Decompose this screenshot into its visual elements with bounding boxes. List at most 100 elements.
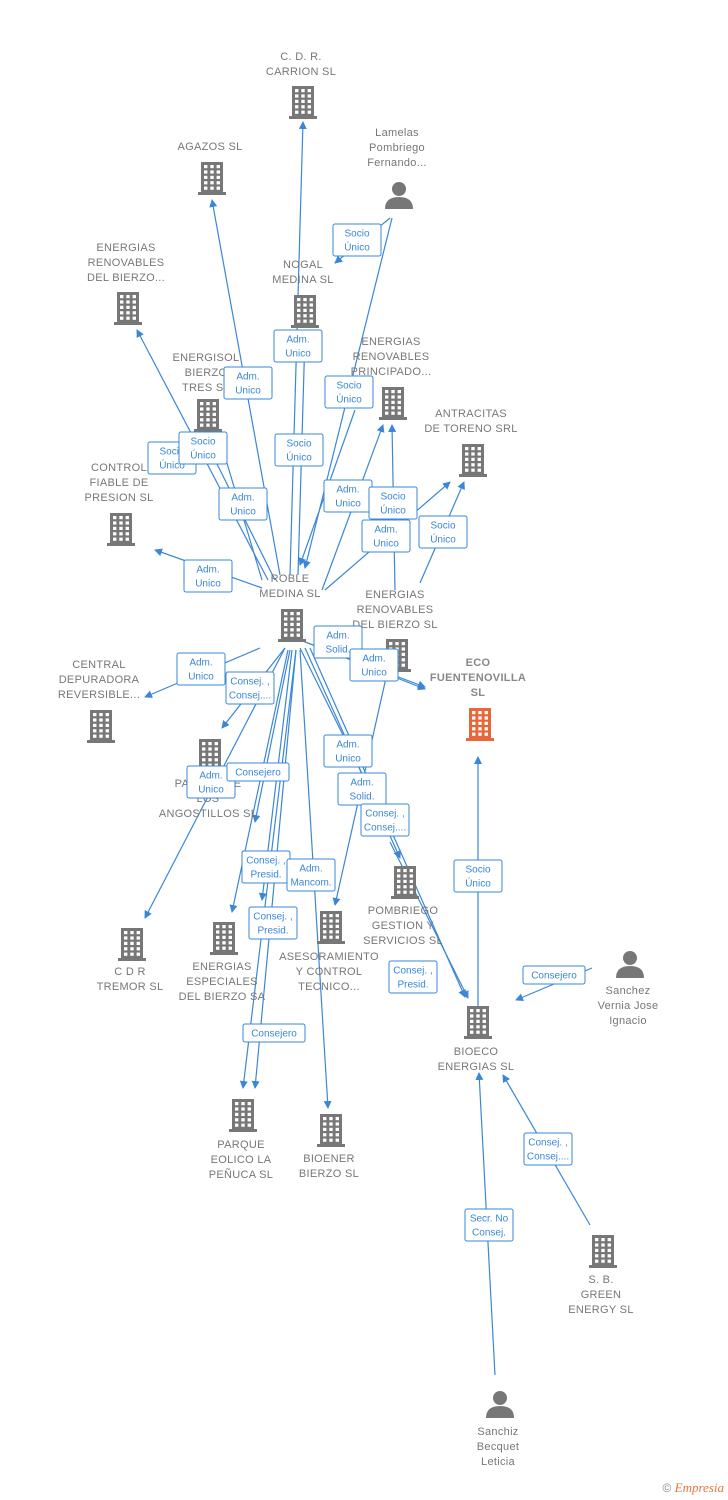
edge-label-text: Socio [336, 381, 361, 392]
node-label-line: NOGAL [283, 259, 323, 271]
edge-label-text: Unico [285, 349, 311, 360]
edge-label-text: Socio [380, 492, 405, 503]
node-label-line: RENOVABLES [353, 351, 430, 363]
edge-label-text: Adm. [374, 525, 397, 536]
edge-label[interactable]: Adm.Unico [223, 366, 273, 400]
edge-label[interactable]: Adm.Solid. [337, 772, 387, 806]
node-label-line: FUENTENOVILLA [430, 672, 526, 684]
edge-label[interactable]: Consejero [242, 1023, 306, 1043]
building-icon [210, 922, 238, 955]
node-label-line: BIERZO [185, 367, 228, 379]
edge-label-text: Consej. , [246, 856, 285, 867]
edge-label[interactable]: Consej. ,Consej.... [225, 671, 275, 705]
edge-label-text: Consej. , [393, 966, 432, 977]
building-icon [317, 1114, 345, 1147]
edge-label[interactable]: Adm.Unico [183, 559, 233, 593]
edge-label[interactable]: Consejero [226, 762, 290, 782]
edge-label-text: Presid. [250, 870, 281, 881]
edge-label[interactable]: Consej. ,Consej.... [523, 1132, 573, 1166]
edge-label-text: Adm. [336, 740, 359, 751]
edge-label[interactable]: Adm.Mancom. [286, 858, 336, 892]
building-icon [289, 86, 317, 119]
brand-name[interactable]: Empresia [674, 1480, 724, 1495]
edge-label[interactable]: Consej. ,Presid. [388, 960, 438, 994]
edge-label-text: Secr. No [470, 1214, 509, 1225]
building-icon [291, 295, 319, 328]
node-label-line: DE TORENO SRL [424, 423, 517, 435]
edge-label-text: Presid. [257, 926, 288, 937]
node-label-line: CARRION SL [266, 66, 336, 78]
edge-label[interactable]: Adm.Unico [176, 652, 226, 686]
edge-label[interactable]: Consej. ,Presid. [248, 906, 298, 940]
node-agazos[interactable]: AGAZOS SL [177, 141, 242, 195]
node-label-line: ECO [466, 657, 491, 669]
node-lamelas[interactable]: LamelasPombriegoFernando... [367, 127, 427, 209]
edge-label-text: Adm. [196, 565, 219, 576]
building-icon [379, 387, 407, 420]
building-icon [114, 292, 142, 325]
edge-label[interactable]: Adm.Unico [361, 519, 411, 553]
edge-label-text: Adm. [236, 372, 259, 383]
edge-label-text: Adm. [362, 654, 385, 665]
node-label-line: ENERGISOL [173, 352, 240, 364]
node-label-line: TECNICO... [298, 981, 360, 993]
edge-label[interactable]: Adm.Unico [349, 648, 399, 682]
edge-label[interactable]: Adm.Unico [273, 329, 323, 363]
edge-label[interactable]: Consej. , Presid. [241, 850, 291, 884]
edge-label[interactable]: Consej. ,Consej.... [360, 803, 410, 837]
node-label-line: CONTROL [91, 462, 147, 474]
person-icon [486, 1391, 514, 1418]
node-label-line: C. D. R. [280, 51, 322, 63]
edge-label[interactable]: Consejero [522, 965, 586, 985]
edge-label-text: Consej.... [364, 823, 406, 834]
node-label-line: PARQUE [217, 1139, 264, 1151]
node-label-line: GREEN [581, 1289, 622, 1301]
node-label-line: Leticia [481, 1456, 515, 1468]
edge-label-text: Solid. [325, 645, 350, 656]
node-label-line: Lamelas [375, 127, 419, 139]
copyright-symbol: © [662, 1481, 672, 1495]
edge-label-text: Único [336, 393, 362, 406]
edge-label[interactable]: Adm.Unico [323, 479, 373, 513]
edge-label-text: Socio [159, 447, 184, 458]
node-erp[interactable]: ENERGIASRENOVABLESPRINCIPADO... [351, 336, 432, 420]
edge-label-text: Único [190, 449, 216, 462]
edge-label-text: Socio [430, 521, 455, 532]
edge-label-text: Adm. [336, 485, 359, 496]
node-cdr-carrion[interactable]: C. D. R. CARRION SL [266, 51, 336, 119]
edge-label-text: Único [465, 877, 491, 890]
node-label-line: ROBLE [271, 573, 310, 585]
edge-label[interactable]: Adm.Unico [186, 765, 236, 799]
edge-label-text: Socio [465, 865, 490, 876]
node-label-line: RENOVABLES [357, 604, 434, 616]
node-central[interactable]: CENTRALDEPURADORAREVERSIBLE... [58, 659, 140, 743]
node-label-line: TREMOR SL [97, 981, 164, 993]
edge-label[interactable]: Adm.Unico [218, 487, 268, 521]
edge-label[interactable]: Adm.Unico [323, 734, 373, 768]
